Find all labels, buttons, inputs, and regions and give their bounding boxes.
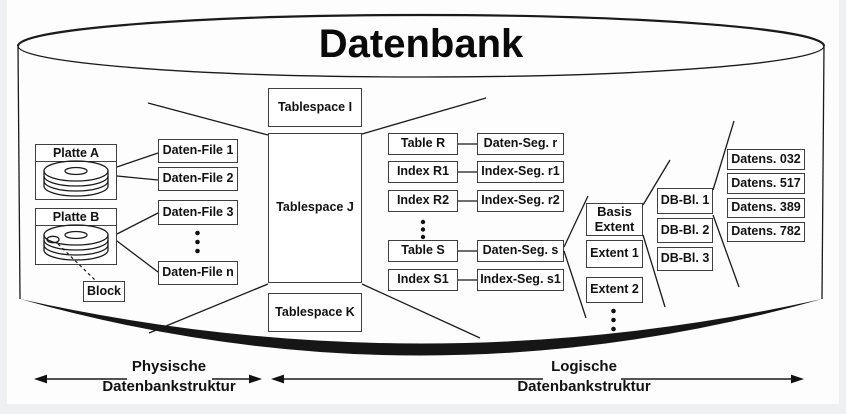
table-s-box: Table S bbox=[388, 240, 458, 262]
daten-seg-r-box: Daten-Seg. r bbox=[477, 133, 564, 155]
logical-structure-line2: Datenbankstruktur bbox=[517, 377, 651, 395]
record-389-box: Datens. 389 bbox=[727, 198, 805, 218]
logical-structure-line1: Logische bbox=[551, 358, 617, 375]
table-r-box: Table R bbox=[388, 133, 458, 155]
record-782-box: Datens. 782 bbox=[727, 222, 805, 242]
extent-2-box: Extent 2 bbox=[586, 277, 643, 303]
data-file-3-box: Daten-File 3 bbox=[158, 200, 238, 225]
data-file-1-box: Daten-File 1 bbox=[158, 139, 238, 163]
logical-structure-label: Logische Datenbankstruktur bbox=[517, 357, 650, 397]
db-block-2-box: DB-Bl. 2 bbox=[657, 218, 713, 243]
index-seg-s1-box: Index-Seg. s1 bbox=[477, 269, 564, 291]
tablespace-k-box: Tablespace K bbox=[268, 293, 362, 332]
index-s1-box: Index S1 bbox=[388, 269, 458, 291]
physical-structure-label: Physische Datenbankstruktur bbox=[102, 357, 235, 397]
index-seg-r2-box: Index-Seg. r2 bbox=[477, 190, 564, 212]
disk-platte-b: Platte B bbox=[35, 208, 117, 265]
basis-extent-box: Basis Extent bbox=[586, 203, 643, 236]
db-block-1-box: DB-Bl. 1 bbox=[657, 188, 713, 214]
record-032-box: Datens. 032 bbox=[727, 149, 805, 170]
physical-structure-line1: Physische bbox=[131, 358, 207, 375]
daten-seg-s-box: Daten-Seg. s bbox=[477, 240, 564, 262]
index-seg-r1-box: Index-Seg. r1 bbox=[477, 161, 564, 183]
disk-a-label: Platte A bbox=[36, 145, 116, 162]
physical-structure-line2: Datenbankstruktur bbox=[102, 377, 236, 395]
index-r2-box: Index R2 bbox=[388, 190, 458, 212]
extent-1-box: Extent 1 bbox=[586, 240, 643, 268]
disk-b-label: Platte B bbox=[36, 209, 116, 226]
block-box: Block bbox=[83, 281, 125, 302]
data-file-n-box: Daten-File n bbox=[158, 261, 238, 285]
data-file-2-box: Daten-File 2 bbox=[158, 167, 238, 191]
disk-platte-a: Platte A bbox=[35, 144, 117, 200]
diagram-title: Datenbank bbox=[318, 22, 524, 66]
db-block-3-box: DB-Bl. 3 bbox=[657, 247, 713, 271]
index-r1-box: Index R1 bbox=[388, 161, 458, 183]
tablespace-j-box: Tablespace J bbox=[268, 133, 362, 283]
record-517-box: Datens. 517 bbox=[727, 173, 805, 194]
tablespace-i-box: Tablespace I bbox=[268, 88, 362, 127]
